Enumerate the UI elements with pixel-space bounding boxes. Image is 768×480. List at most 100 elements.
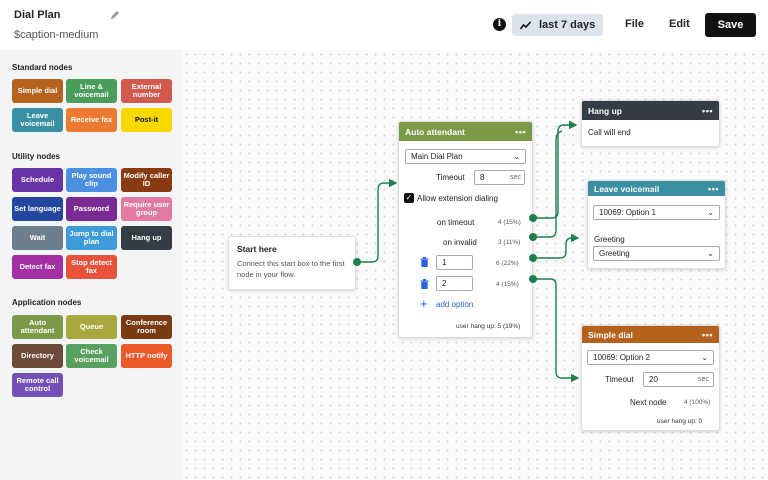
- palette-node-remote-call-control[interactable]: Remote call control: [12, 373, 63, 397]
- palette-node-schedule[interactable]: Schedule: [12, 168, 63, 192]
- option-2-value: 2: [442, 279, 447, 288]
- palette-node-wait[interactable]: Wait: [12, 226, 63, 250]
- palette-node-queue[interactable]: Queue: [66, 315, 117, 339]
- palette-node-simple-dial[interactable]: Simple dial: [12, 79, 63, 103]
- save-button[interactable]: Save: [705, 13, 756, 37]
- trash-icon[interactable]: [420, 257, 429, 267]
- palette-node-http-notify[interactable]: HTTP notify: [121, 344, 172, 368]
- hang-up-header[interactable]: Hang up •••: [582, 101, 719, 120]
- chevron-down-icon: ⌄: [707, 249, 714, 258]
- simple-dial-title: Simple dial: [588, 329, 633, 340]
- start-node[interactable]: Start here Connect this start box to the…: [228, 236, 356, 290]
- palette-node-line-voicemail[interactable]: Line & voicemail: [66, 79, 117, 103]
- on-invalid-label: on invalid: [443, 238, 477, 247]
- trash-icon[interactable]: [420, 279, 429, 289]
- allow-extension-checkbox[interactable]: ✓: [404, 193, 414, 203]
- next-node-stat: 4 (100%): [684, 399, 711, 406]
- option-2-stat: 4 (15%): [496, 281, 519, 288]
- option-1-connector[interactable]: [529, 254, 537, 262]
- option-1-value: 1: [442, 258, 447, 267]
- simple-dial-node[interactable]: Simple dial ••• 10069: Option 2 ⌄ Timeou…: [581, 325, 720, 431]
- palette-node-external-number[interactable]: External number: [121, 79, 172, 103]
- leave-voicemail-node[interactable]: Leave voicemail ••• 10069: Option 1 ⌄ Gr…: [587, 180, 726, 269]
- add-option-link[interactable]: add option: [436, 300, 474, 309]
- auto-attendant-title: Auto attendant: [405, 126, 465, 137]
- chevron-down-icon: ⌄: [701, 353, 708, 362]
- hang-up-title: Hang up: [588, 105, 622, 116]
- dial-plan-select[interactable]: Main Dial Plan ⌄: [405, 149, 526, 164]
- start-description: Connect this start box to the first node…: [237, 259, 345, 279]
- palette-node-receive-fax[interactable]: Receive fax: [66, 108, 117, 132]
- palette-node-auto-attendant[interactable]: Auto attendant: [12, 315, 63, 339]
- application-nodes-title: Application nodes: [12, 298, 82, 307]
- simple-dial-timeout-unit: sec: [698, 376, 709, 383]
- timeout-connector[interactable]: [529, 214, 537, 222]
- option-2-input[interactable]: 2: [436, 276, 473, 291]
- palette-node-set-language[interactable]: Set language: [12, 197, 63, 221]
- standard-nodes-title: Standard nodes: [12, 63, 73, 72]
- more-icon[interactable]: •••: [702, 105, 713, 116]
- palette-node-leave-voicemail[interactable]: Leave voicemail: [12, 108, 63, 132]
- file-menu[interactable]: File: [625, 18, 644, 30]
- palette-node-jump-to-dial-plan[interactable]: Jump to dial plan: [66, 226, 117, 250]
- start-title: Start here: [237, 244, 277, 254]
- more-icon[interactable]: •••: [515, 126, 526, 137]
- timeout-input[interactable]: 8: [474, 170, 525, 185]
- more-icon[interactable]: •••: [702, 329, 713, 340]
- date-range-label: last 7 days: [539, 19, 596, 31]
- top-bar: Dial Plan $caption-medium i last 7 days …: [0, 0, 768, 50]
- hang-up-node[interactable]: Hang up ••• Call will end: [581, 100, 720, 147]
- palette-node-check-voicemail[interactable]: Check voicemail: [66, 344, 117, 368]
- pencil-icon[interactable]: [109, 9, 121, 21]
- palette-node-hang-up[interactable]: Hang up: [121, 226, 172, 250]
- chevron-down-icon: ⌄: [707, 208, 714, 217]
- dial-plan-select-value: Main Dial Plan: [411, 152, 463, 161]
- on-timeout-label: on timeout: [437, 218, 475, 227]
- info-icon[interactable]: i: [493, 18, 506, 31]
- option-1-stat: 6 (22%): [496, 260, 519, 267]
- auto-attendant-hangup-stat: user hang up: 5 (19%): [456, 323, 521, 330]
- simple-dial-timeout-value: 20: [649, 375, 658, 384]
- on-timeout-stat: 4 (15%): [498, 219, 521, 226]
- dial-target-value: 10069: Option 2: [593, 353, 650, 362]
- more-icon[interactable]: •••: [708, 183, 719, 194]
- auto-attendant-header[interactable]: Auto attendant •••: [399, 122, 532, 141]
- auto-attendant-node[interactable]: Auto attendant ••• Main Dial Plan ⌄ Time…: [398, 121, 533, 338]
- simple-dial-header[interactable]: Simple dial •••: [582, 326, 719, 343]
- trend-icon: [520, 20, 531, 29]
- option-1-input[interactable]: 1: [436, 255, 473, 270]
- greeting-label: Greeting: [594, 235, 625, 244]
- edit-menu[interactable]: Edit: [669, 18, 690, 30]
- palette-node-modify-caller-id[interactable]: Modify caller ID: [121, 168, 172, 192]
- palette-node-password[interactable]: Password: [66, 197, 117, 221]
- timeout-unit: sec: [510, 174, 521, 181]
- palette-node-post-it[interactable]: Post-it: [121, 108, 172, 132]
- allow-extension-label: Allow extension dialing: [417, 194, 498, 203]
- palette-node-detect-fax[interactable]: Detect fax: [12, 255, 63, 279]
- greeting-value: Greeting: [599, 249, 630, 258]
- palette-node-stop-detect-fax[interactable]: Stop detect fax: [66, 255, 117, 279]
- utility-nodes-title: Utility nodes: [12, 152, 61, 161]
- palette-node-directory[interactable]: Directory: [12, 344, 63, 368]
- palette-node-conference-room[interactable]: Conference room: [121, 315, 172, 339]
- palette-node-require-user-group[interactable]: Require user group: [121, 197, 172, 221]
- palette-node-play-sound-clip[interactable]: Play sound clip: [66, 168, 117, 192]
- voicemail-box-select[interactable]: 10069: Option 1 ⌄: [593, 205, 720, 220]
- hang-up-description: Call will end: [588, 128, 631, 137]
- leave-voicemail-title: Leave voicemail: [594, 183, 660, 194]
- next-node-label: Next node: [630, 398, 667, 407]
- date-range-button[interactable]: last 7 days: [512, 14, 603, 36]
- simple-dial-hangup-stat: user hang up: 0: [657, 418, 703, 425]
- greeting-select[interactable]: Greeting ⌄: [593, 246, 720, 261]
- simple-dial-timeout-input[interactable]: 20: [643, 372, 714, 387]
- voicemail-box-value: 10069: Option 1: [599, 208, 656, 217]
- timeout-value: 8: [480, 173, 485, 182]
- option-2-connector[interactable]: [529, 275, 537, 283]
- start-connector[interactable]: [353, 258, 361, 266]
- dial-target-select[interactable]: 10069: Option 2 ⌄: [587, 350, 714, 365]
- timeout-label: Timeout: [436, 173, 465, 182]
- leave-voicemail-header[interactable]: Leave voicemail •••: [588, 181, 725, 196]
- invalid-connector[interactable]: [529, 233, 537, 241]
- plus-icon[interactable]: +: [420, 296, 428, 311]
